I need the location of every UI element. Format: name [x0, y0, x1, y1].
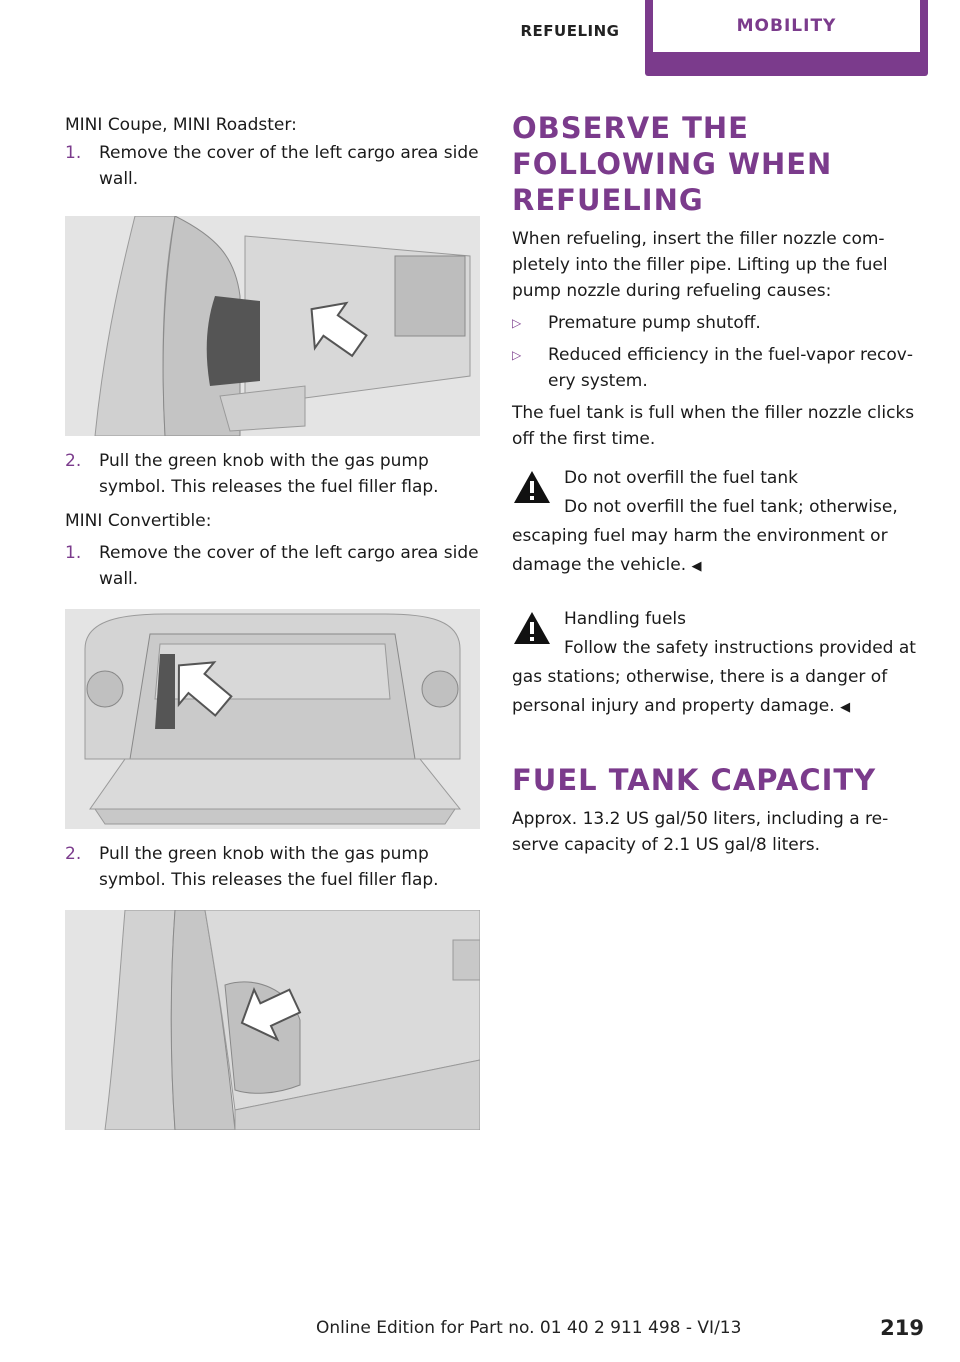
coupe-step-2: 2. Pull the green knob with the gas pump…	[65, 448, 480, 500]
end-mark: ◀	[840, 700, 851, 715]
warning-triangle-icon	[514, 612, 550, 644]
pointer-arrow-icon	[310, 301, 368, 358]
bullet-marker: ▷	[512, 348, 522, 362]
pointer-arrow-icon	[177, 661, 233, 717]
bullet-text: Premature pump shutoff.	[548, 313, 761, 333]
step-number: 2.	[65, 451, 82, 471]
convertible-step-1: 1. Remove the cover of the left cargo ar…	[65, 540, 480, 592]
page-number: 219	[880, 1316, 924, 1340]
end-mark: ◀	[691, 559, 702, 574]
observe-heading: OBSERVE THE FOLLOWING WHEN REFUELING	[512, 111, 833, 217]
warning-overfill: Do not overfill the fuel tank Do not ove…	[512, 464, 927, 581]
step-text: Remove the cover of the left cargo area …	[99, 143, 479, 189]
convertible-side-wall-figure	[65, 910, 480, 1130]
step-number: 2.	[65, 844, 82, 864]
convertible-side-wall-illustration	[65, 910, 480, 1130]
warning-body: Do not overfill the fuel tank; otherwise…	[512, 493, 927, 581]
convertible-cargo-area-figure	[65, 609, 480, 829]
warning-body: Follow the safety instructions provided …	[512, 634, 927, 722]
chapter-tab-label: MOBILITY	[653, 0, 920, 52]
bullet-marker: ▷	[512, 316, 522, 330]
convertible-cargo-illustration	[65, 609, 480, 829]
step-text: Pull the green knob with the gas pump sy…	[99, 844, 439, 890]
tank-full-paragraph: The fuel tank is full when the filler no…	[512, 403, 915, 449]
warning-title: Handling fuels	[564, 609, 686, 629]
right-column: OBSERVE THE FOLLOWING WHEN REFUELING Whe…	[512, 111, 927, 858]
step-text: Pull the green knob with the gas pump sy…	[99, 451, 439, 497]
observe-paragraph: When refueling, insert the filler nozzle…	[512, 229, 888, 301]
warning-handling-fuels: Handling fuels Follow the safety instruc…	[512, 605, 927, 722]
left-column: MINI Coupe, MINI Roadster: 1. Remove the…	[65, 112, 480, 1130]
coupe-cargo-illustration	[65, 216, 480, 436]
pointer-arrow-icon	[240, 987, 302, 1042]
capacity-heading: FUEL TANK CAPACITY	[512, 763, 877, 797]
warning-body-text: Do not overfill the fuel tank; otherwise…	[512, 497, 898, 575]
bullet-item: ▷ Premature pump shutoff.	[512, 310, 927, 336]
step-text: Remove the cover of the left cargo area …	[99, 543, 479, 589]
step-number: 1.	[65, 543, 82, 563]
running-header-section: REFUELING	[520, 22, 620, 40]
edition-note: Online Edition for Part no. 01 40 2 911 …	[316, 1318, 742, 1338]
chapter-tab: MOBILITY	[645, 0, 928, 76]
warning-title: Do not overfill the fuel tank	[564, 468, 798, 488]
coupe-cargo-area-figure	[65, 216, 480, 436]
convertible-intro: MINI Convertible:	[65, 511, 212, 531]
convertible-step-2: 2. Pull the green knob with the gas pump…	[65, 841, 480, 893]
coupe-step-1: 1. Remove the cover of the left cargo ar…	[65, 140, 480, 192]
warning-body-text: Follow the safety instructions provided …	[512, 638, 916, 716]
coupe-roadster-intro: MINI Coupe, MINI Roadster:	[65, 115, 297, 135]
bullet-item: ▷ Reduced efficiency in the fuel-vapor r…	[512, 342, 927, 394]
step-number: 1.	[65, 143, 82, 163]
warning-triangle-icon	[514, 471, 550, 503]
capacity-paragraph: Approx. 13.2 US gal/50 liters, including…	[512, 809, 889, 855]
bullet-text: Reduced efficiency in the fuel-vapor rec…	[548, 345, 913, 391]
